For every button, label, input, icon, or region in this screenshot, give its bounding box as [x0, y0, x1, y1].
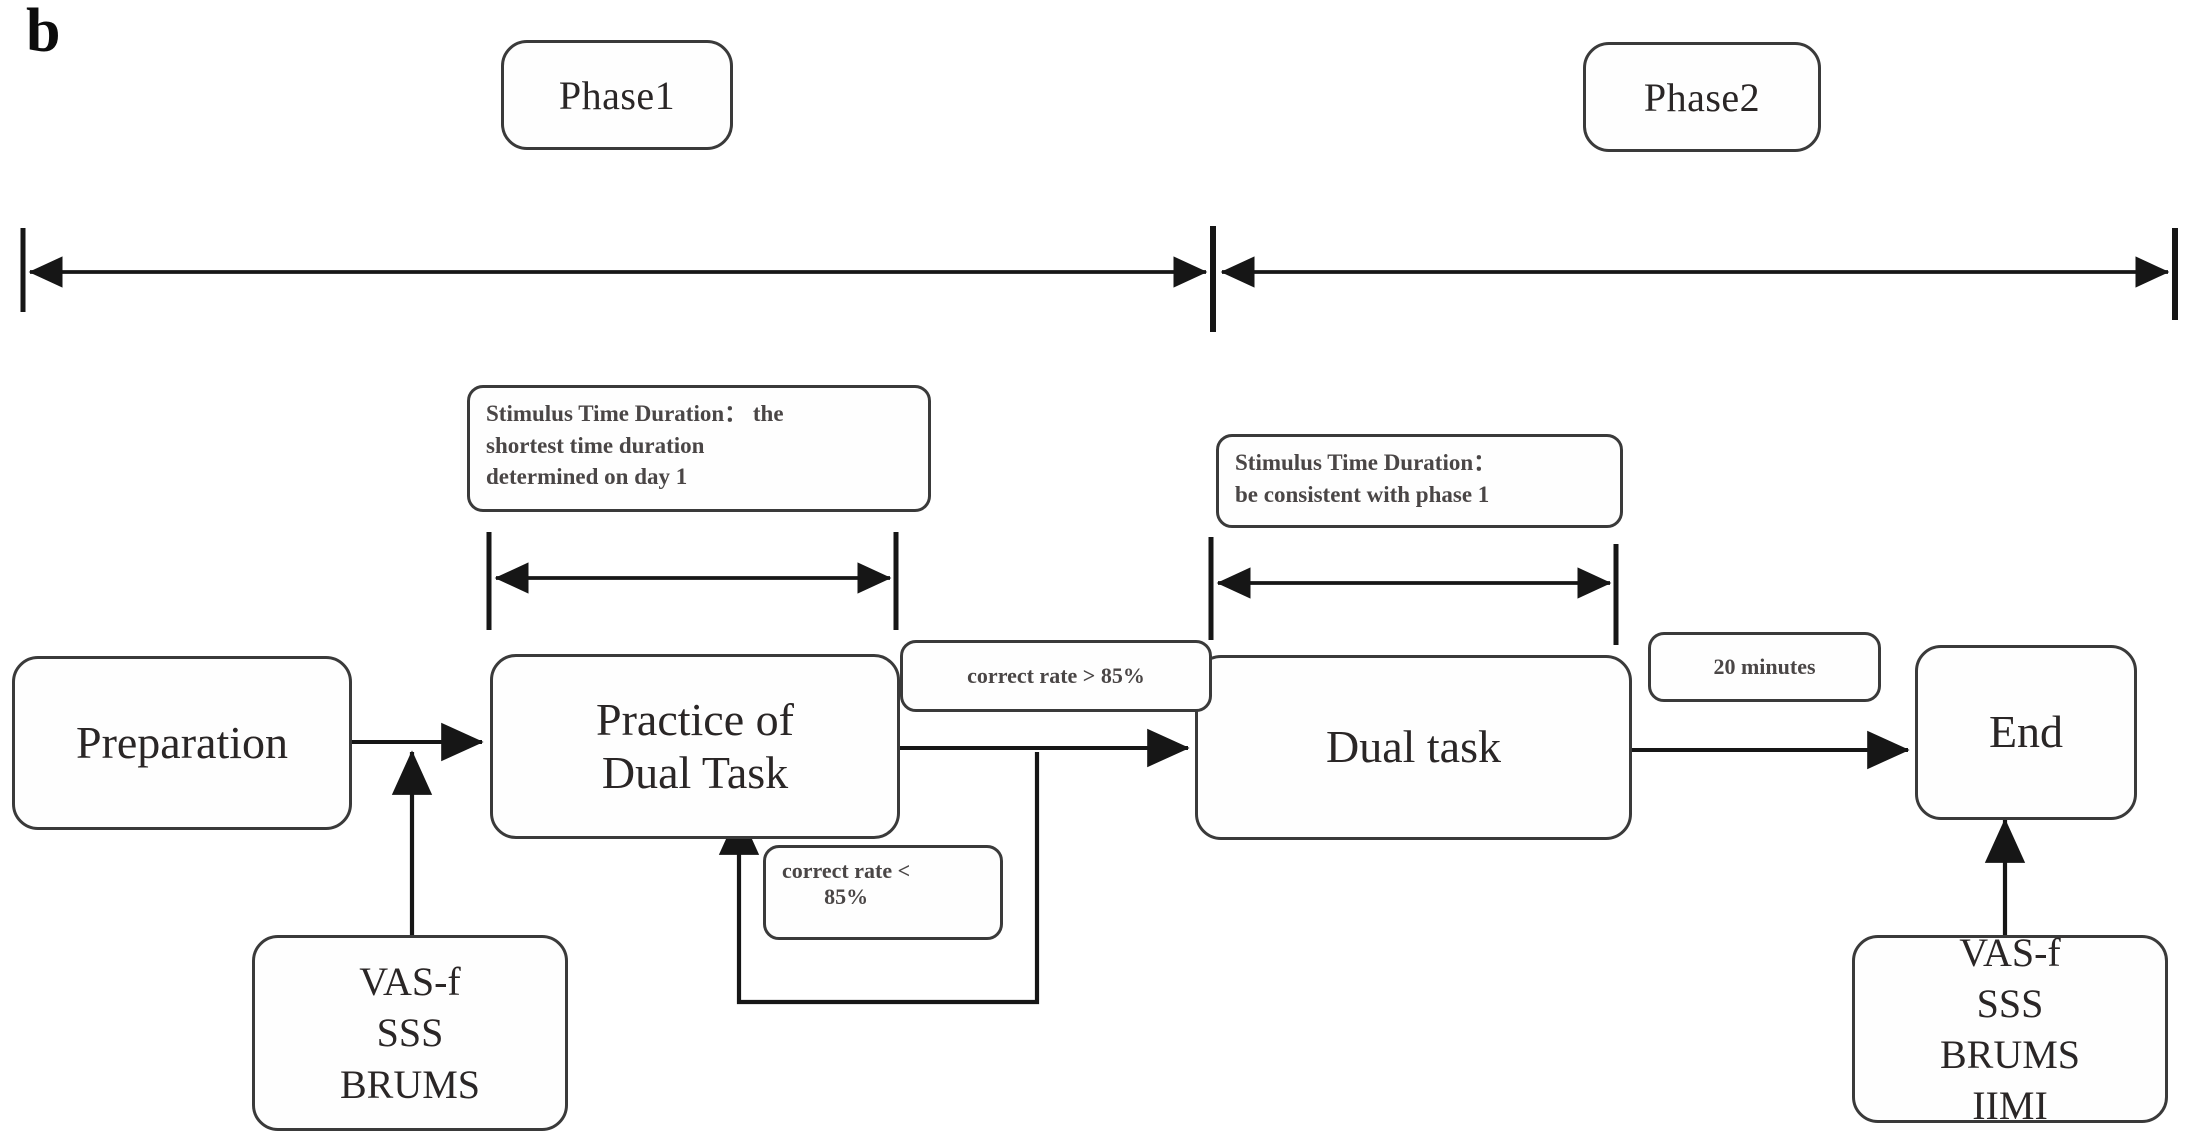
edge-label-correct-rate-fail[interactable]: correct rate < 85% — [763, 845, 1003, 940]
dual-task-label: Dual task — [1325, 721, 1501, 773]
phase1-note-line2: shortest time duration — [486, 432, 705, 458]
panel-letter: b — [26, 0, 61, 65]
end-label: End — [1988, 706, 2064, 758]
post-questionnaire-item-3: BRUMS — [1939, 1032, 2081, 1077]
phase2-label: Phase2 — [1643, 74, 1761, 120]
pass-label: correct rate > 85% — [967, 663, 1145, 688]
edge-feedback-loop — [718, 752, 1040, 1005]
phase1-note-line1: Stimulus Time Duration： the — [486, 401, 784, 426]
phase1-note-line3: determined on day 1 — [486, 464, 688, 490]
rest-label: 20 minutes — [1713, 654, 1816, 679]
pre-questionnaire-box[interactable]: VAS-f SSS BRUMS — [252, 935, 568, 1131]
post-questionnaire-box[interactable]: VAS-f SSS BRUMS IIMI — [1852, 930, 2168, 1128]
node-preparation[interactable]: Preparation — [12, 656, 352, 830]
fail-label-line1: correct rate < — [782, 858, 911, 883]
phase2-duration-measure — [1208, 537, 1619, 645]
phase1-label: Phase1 — [558, 72, 676, 118]
phase2-label-box[interactable]: Phase2 — [1583, 42, 1821, 152]
pre-questionnaire-item-3: BRUMS — [339, 1061, 481, 1107]
pre-questionnaire-item-1: VAS-f — [359, 959, 461, 1005]
post-questionnaire-item-4: IIMI — [1972, 1083, 2048, 1129]
post-questionnaire-item-1: VAS-f — [1959, 929, 2061, 975]
post-questionnaire-item-2: SSS — [1976, 980, 2044, 1026]
phase2-stimulus-note[interactable]: Stimulus Time Duration： be consistent wi… — [1216, 434, 1623, 528]
practice-label-line1: Practice of — [596, 693, 794, 745]
node-end[interactable]: End — [1915, 645, 2137, 820]
edge-label-correct-rate-pass[interactable]: correct rate > 85% — [900, 640, 1212, 712]
phase1-label-box[interactable]: Phase1 — [501, 40, 733, 150]
timeline-axis — [20, 226, 2178, 332]
practice-label-line2: Dual Task — [601, 746, 789, 798]
phase1-stimulus-note[interactable]: Stimulus Time Duration： the shortest tim… — [467, 385, 931, 512]
phase2-note-line2: be consistent with phase 1 — [1235, 481, 1490, 507]
fail-label-line2: 85% — [824, 884, 869, 909]
pre-questionnaire-item-2: SSS — [376, 1010, 444, 1056]
node-practice-of-dual-task[interactable]: Practice of Dual Task — [490, 654, 900, 839]
phase2-note-line1: Stimulus Time Duration： — [1235, 450, 1497, 475]
node-dual-task[interactable]: Dual task — [1195, 655, 1632, 840]
preparation-label: Preparation — [75, 716, 289, 768]
edge-label-rest-duration[interactable]: 20 minutes — [1648, 632, 1881, 702]
phase1-duration-measure — [486, 532, 899, 630]
